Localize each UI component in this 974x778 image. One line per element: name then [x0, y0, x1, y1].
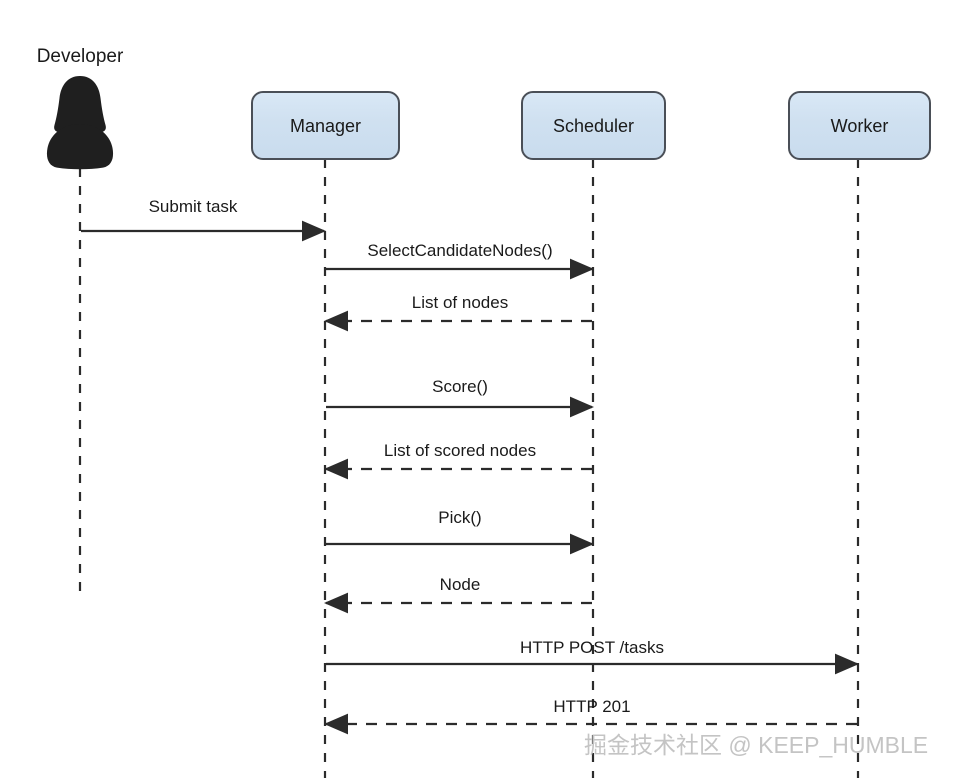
participant-manager[interactable]: Manager: [251, 91, 400, 160]
participant-worker[interactable]: Worker: [788, 91, 931, 160]
message-m9[interactable]: HTTP 201: [323, 697, 857, 735]
watermark: 掘金技术社区 @ KEEP_HUMBLE: [584, 732, 928, 758]
participant-box-worker[interactable]: [788, 91, 931, 160]
actor-developer: Developer: [37, 46, 124, 170]
message-m2[interactable]: SelectCandidateNodes(): [326, 241, 595, 280]
participant-scheduler[interactable]: Scheduler: [521, 91, 666, 160]
participant-label-scheduler: Scheduler: [553, 116, 634, 136]
message-m4[interactable]: Score(): [326, 377, 595, 418]
message-label-m2: SelectCandidateNodes(): [367, 241, 552, 260]
message-label-m6: Pick(): [438, 508, 481, 527]
message-label-m8: HTTP POST /tasks: [520, 638, 664, 657]
message-label-m1: Submit task: [149, 197, 238, 216]
developer-silhouette-icon: [46, 76, 114, 170]
message-label-m3: List of nodes: [412, 293, 508, 312]
message-label-m4: Score(): [432, 377, 488, 396]
participants-group: Manager Scheduler Worker: [251, 91, 931, 160]
participant-box-scheduler[interactable]: [521, 91, 666, 160]
message-label-m9: HTTP 201: [553, 697, 630, 716]
participant-label-worker: Worker: [831, 116, 889, 136]
message-label-m5: List of scored nodes: [384, 441, 536, 460]
message-m6[interactable]: Pick(): [326, 508, 595, 555]
participant-label-manager: Manager: [290, 116, 361, 136]
participant-box-manager[interactable]: [251, 91, 400, 160]
actor-label-developer: Developer: [37, 46, 124, 67]
message-m7[interactable]: Node: [323, 575, 592, 614]
message-m8[interactable]: HTTP POST /tasks: [326, 638, 860, 675]
message-m3[interactable]: List of nodes: [323, 293, 592, 332]
message-m5[interactable]: List of scored nodes: [323, 441, 592, 480]
message-label-m7: Node: [440, 575, 481, 594]
message-m1[interactable]: Submit task: [81, 197, 327, 242]
